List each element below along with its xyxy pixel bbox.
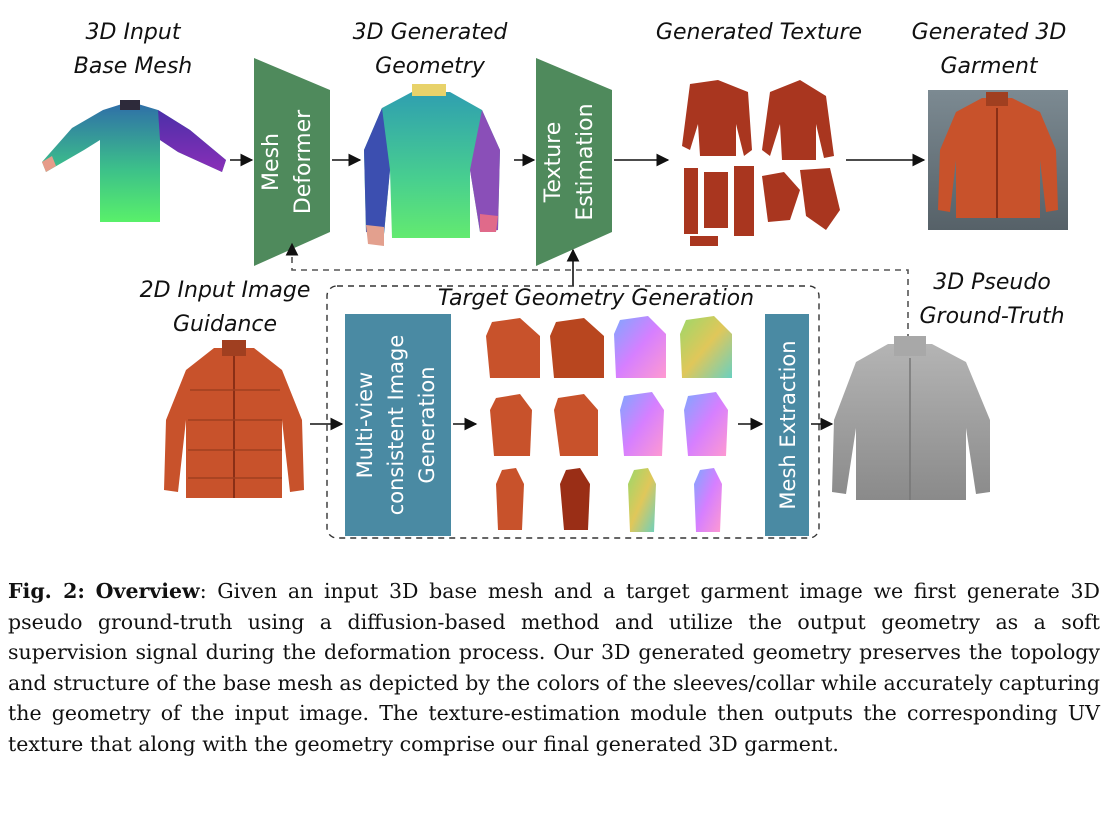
overview-figure: Mesh Deformer Texture Estimation <box>42 20 1068 539</box>
base-mesh-image <box>42 100 226 222</box>
input-image <box>164 340 304 498</box>
view-rgb-2 <box>550 318 604 378</box>
multiview-label-2: consistent Image <box>384 335 408 516</box>
supervision-dashed-path <box>285 242 909 340</box>
view-normal-3 <box>620 392 664 456</box>
view-rgb-1 <box>486 318 540 378</box>
pipeline-diagram: Mesh Deformer Texture Estimation <box>42 58 1068 539</box>
figure-caption: Fig. 2: Overview: Given an input 3D base… <box>8 576 1100 760</box>
target-geometry-label: Target Geometry Generation <box>437 286 755 311</box>
mesh-deformer-label-1: Mesh <box>259 133 284 191</box>
view-rgb-4 <box>554 394 598 456</box>
mesh-extraction-label: Mesh Extraction <box>776 340 800 509</box>
caption-body: : Given an input 3D base mesh and a targ… <box>8 579 1100 756</box>
multiview-module: Multi-view consistent Image Generation <box>345 314 451 536</box>
caption-title: Overview <box>95 579 200 603</box>
view-rgb-6 <box>560 468 590 530</box>
generated-geometry-image <box>364 84 500 246</box>
pseudo-ground-truth-image <box>832 336 990 500</box>
view-normal-2 <box>680 316 732 378</box>
generated-texture-image <box>682 80 840 246</box>
target-geometry-box <box>326 285 820 539</box>
texture-estimation-module: Texture Estimation <box>536 58 612 266</box>
mesh-extraction-module: Mesh Extraction <box>765 314 809 536</box>
multiview-label-3: Generation <box>415 366 439 483</box>
view-normal-6 <box>694 468 722 532</box>
view-normal-5 <box>628 468 656 532</box>
mesh-deformer-module: Mesh Deformer <box>254 58 330 266</box>
generated-texture-label: Generated Texture <box>655 20 863 45</box>
view-grid <box>486 316 732 532</box>
view-rgb-3 <box>490 394 532 456</box>
view-normal-1 <box>614 316 666 378</box>
view-normal-4 <box>684 392 728 456</box>
multiview-label-1: Multi-view <box>353 372 377 479</box>
texture-estimation-label-1: Texture <box>541 122 566 204</box>
mesh-deformer-label-2: Deformer <box>291 109 316 214</box>
generated-garment-image <box>928 90 1068 230</box>
caption-label: Fig. 2: <box>8 579 85 603</box>
texture-estimation-label-2: Estimation <box>573 103 598 220</box>
view-rgb-5 <box>496 468 524 530</box>
